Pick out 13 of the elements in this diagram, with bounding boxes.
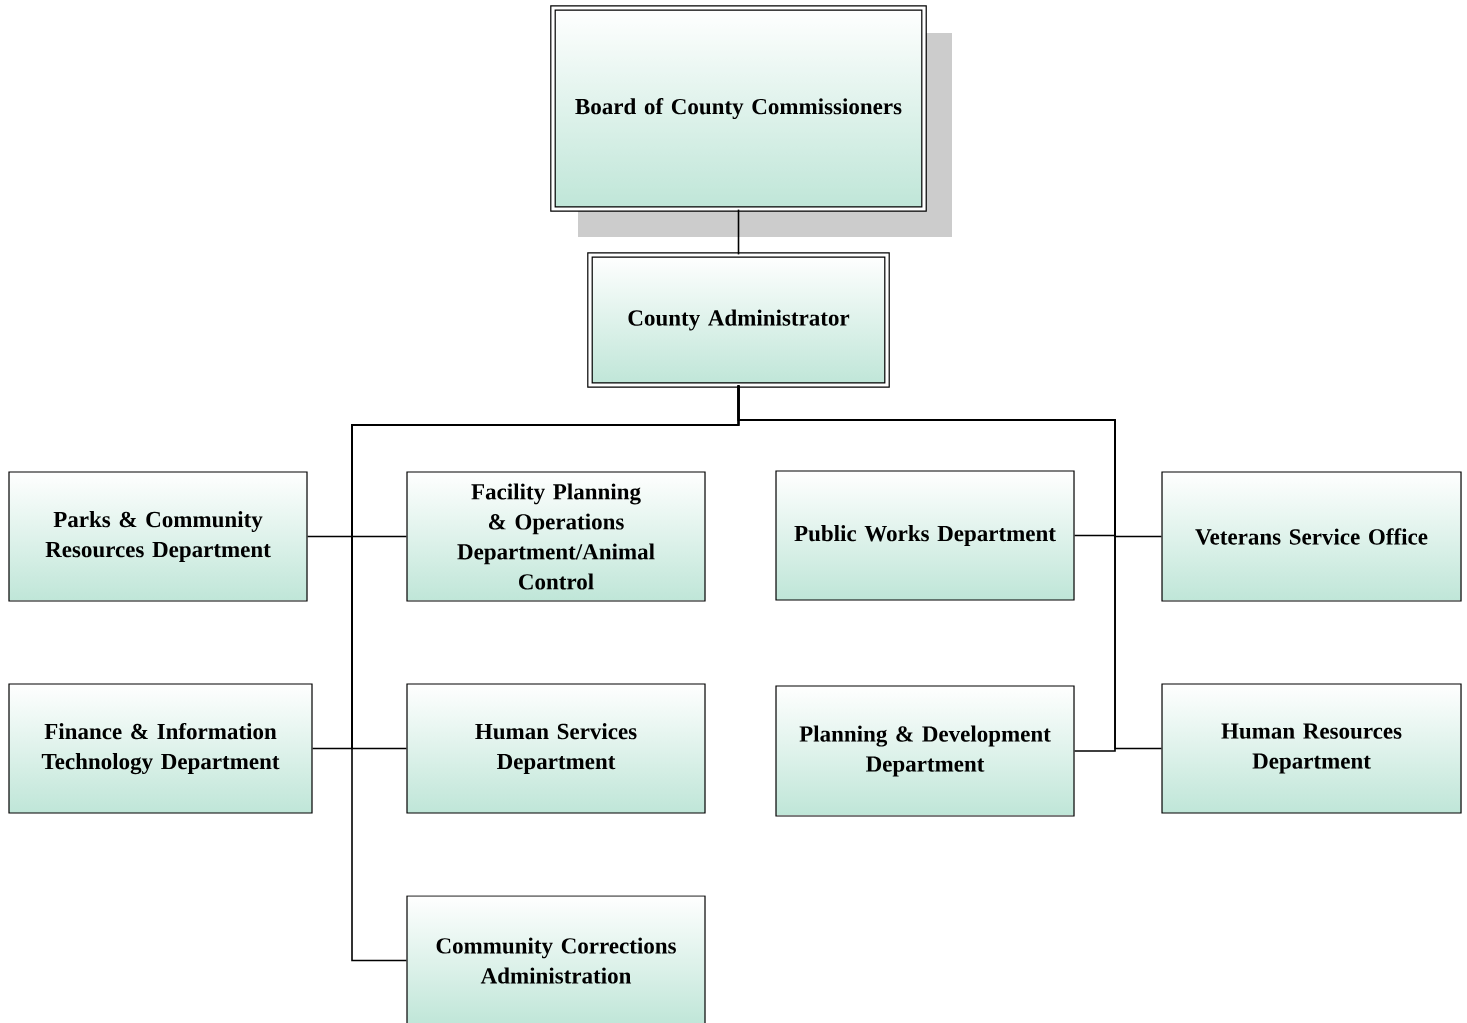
connector-line <box>351 384 740 962</box>
org-box: Parks & Community Resources Department <box>8 471 308 602</box>
org-box: Human Resources Department <box>1161 683 1462 814</box>
org-box: Planning & Development Department <box>775 685 1075 817</box>
org-box: County Administrator <box>587 252 890 388</box>
org-box: Facility Planning & Operations Department/Animal Control <box>406 471 706 602</box>
org-box: Community Corrections Administration <box>406 895 706 1023</box>
org-box: Human Services Department <box>406 683 706 814</box>
org-box: Finance & Information Technology Department <box>8 683 313 814</box>
connector-line <box>737 208 740 256</box>
org-box: Board of County Commissioners <box>550 5 952 237</box>
org-box: Public Works Department <box>775 470 1075 601</box>
org-box: Veterans Service Office <box>1161 471 1462 602</box>
